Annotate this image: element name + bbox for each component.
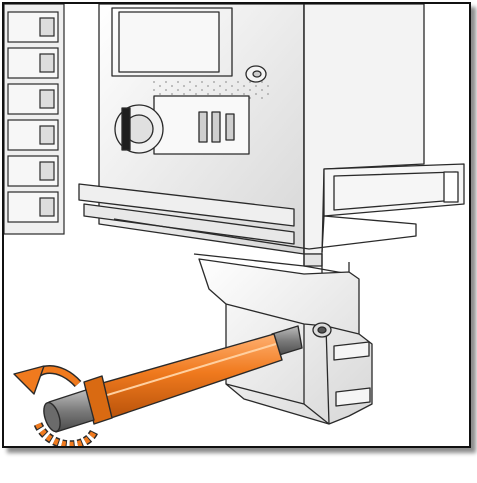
drive-bay-handle [39,161,55,181]
vent-hole [171,85,173,87]
vent-hole [267,85,269,87]
vent-hole [255,93,257,95]
vent-hole [183,85,185,87]
vent-hole [165,89,167,91]
drive-cage-icon [4,4,65,235]
drive-bay-handle [39,197,55,217]
illustration-canvas [4,4,465,446]
screwdriver-icon [43,325,303,433]
vent-hole [213,89,215,91]
vent-hole [171,93,173,95]
vent-hole [189,81,191,83]
vent-hole [267,93,269,95]
vent-hole [261,97,263,99]
vent-hole [255,85,257,87]
vent-hole [237,81,239,83]
vent-hole [219,85,221,87]
illustration-frame [2,2,471,448]
vent-hole [213,81,215,83]
server-chassis-icon [78,4,465,275]
vent-hole [153,89,155,91]
vent-hole [195,93,197,95]
vent-hole [207,93,209,95]
vent-hole [261,81,263,83]
vent-hole [249,81,251,83]
drive-bay-handle [39,53,55,73]
vent-hole [225,81,227,83]
vent-hole [165,81,167,83]
vent-hole [183,93,185,95]
drive-bay-handle [39,125,55,145]
vent-hole [207,85,209,87]
vent-hole [225,89,227,91]
vent-hole [201,81,203,83]
vent-hole [177,81,179,83]
vent-hole [201,89,203,91]
vent-hole [189,89,191,91]
vent-hole [261,89,263,91]
vent-hole [249,89,251,91]
drive-bay [7,191,59,223]
vent-hole [243,93,245,95]
vent-hole [219,93,221,95]
vent-hole [159,85,161,87]
vent-hole [231,93,233,95]
vent-hole [243,85,245,87]
vent-hole [153,81,155,83]
vent-hole [231,85,233,87]
vent-hole [237,89,239,91]
vent-hole [159,93,161,95]
drive-bay-handle [39,89,55,109]
drive-bay-handle [39,17,55,37]
vent-hole [177,89,179,91]
vent-hole [195,85,197,87]
rotate-arrow-icon [13,365,99,446]
